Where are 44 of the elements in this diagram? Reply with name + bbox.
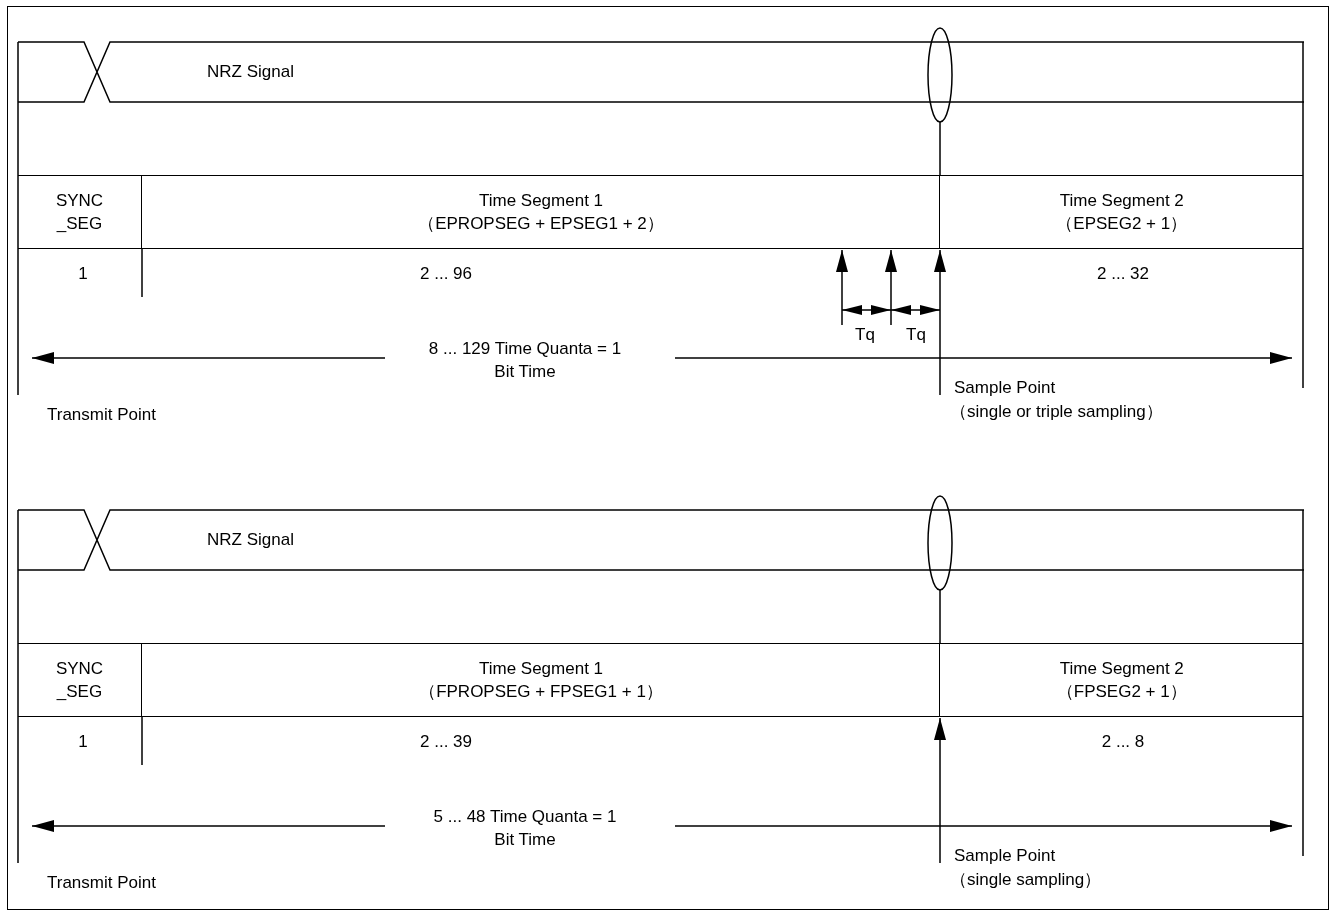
segment-name: SYNC _SEG <box>54 658 105 703</box>
bit-time-label: 8 ... 129 Time Quanta = 1 Bit Time <box>427 338 623 383</box>
segment-cell <box>18 643 142 717</box>
segment-formula: （FPSEG2 + 1） <box>1056 681 1187 703</box>
segment-cell <box>142 175 940 249</box>
sampling-ellipse <box>927 495 953 591</box>
segment-name: SYNC _SEG <box>54 190 105 235</box>
arrow <box>885 249 897 326</box>
segment-cell <box>142 643 940 717</box>
quanta-count: 1 <box>78 262 88 285</box>
arrow <box>934 717 946 864</box>
bit-time-label: 5 ... 48 Time Quanta = 1 Bit Time <box>432 806 618 851</box>
signal-name: NRZ Signal <box>207 530 294 550</box>
transmit-point-label: Transmit Point <box>47 871 156 894</box>
segment-name: Time Segment 2 <box>1059 190 1184 212</box>
sample-point-line <box>939 121 941 176</box>
sample-point-label: Sample Point <box>954 377 1057 399</box>
arrow <box>836 249 848 326</box>
segment-cell <box>939 643 1304 717</box>
segment-name: Time Segment 1 <box>478 658 604 680</box>
arrow <box>934 249 946 396</box>
signal-waveform <box>18 41 1304 104</box>
quanta-count: 2 ... 96 <box>420 262 472 285</box>
segment-cell <box>18 175 142 249</box>
sample-point-line <box>939 589 941 644</box>
sample-point-label: Sample Point <box>954 845 1057 867</box>
signal-name: NRZ Signal <box>207 62 294 82</box>
segment-name: Time Segment 2 <box>1059 658 1184 680</box>
sampling-note: （single sampling） <box>950 869 1102 891</box>
quanta-count: 1 <box>78 730 88 753</box>
quanta-count: 2 ... 8 <box>1101 730 1145 753</box>
sampling-ellipse <box>927 27 953 123</box>
signal-waveform <box>18 509 1304 572</box>
transmit-point-label: Transmit Point <box>47 403 156 426</box>
segment-formula: （FPROPSEG + FPSEG1 + 1） <box>419 681 663 703</box>
sampling-note: （single or triple sampling） <box>950 401 1163 423</box>
quanta-count: 2 ... 39 <box>420 730 472 753</box>
quantum-label: Tq <box>906 323 926 346</box>
segment-cell <box>939 175 1304 249</box>
segment-formula: （EPROPSEG + EPSEG1 + 2） <box>418 213 664 235</box>
segment-formula: （EPSEG2 + 1） <box>1056 213 1188 235</box>
segment-name: Time Segment 1 <box>478 190 604 212</box>
quantum-label: Tq <box>855 323 875 346</box>
quanta-count: 2 ... 32 <box>1097 262 1149 285</box>
